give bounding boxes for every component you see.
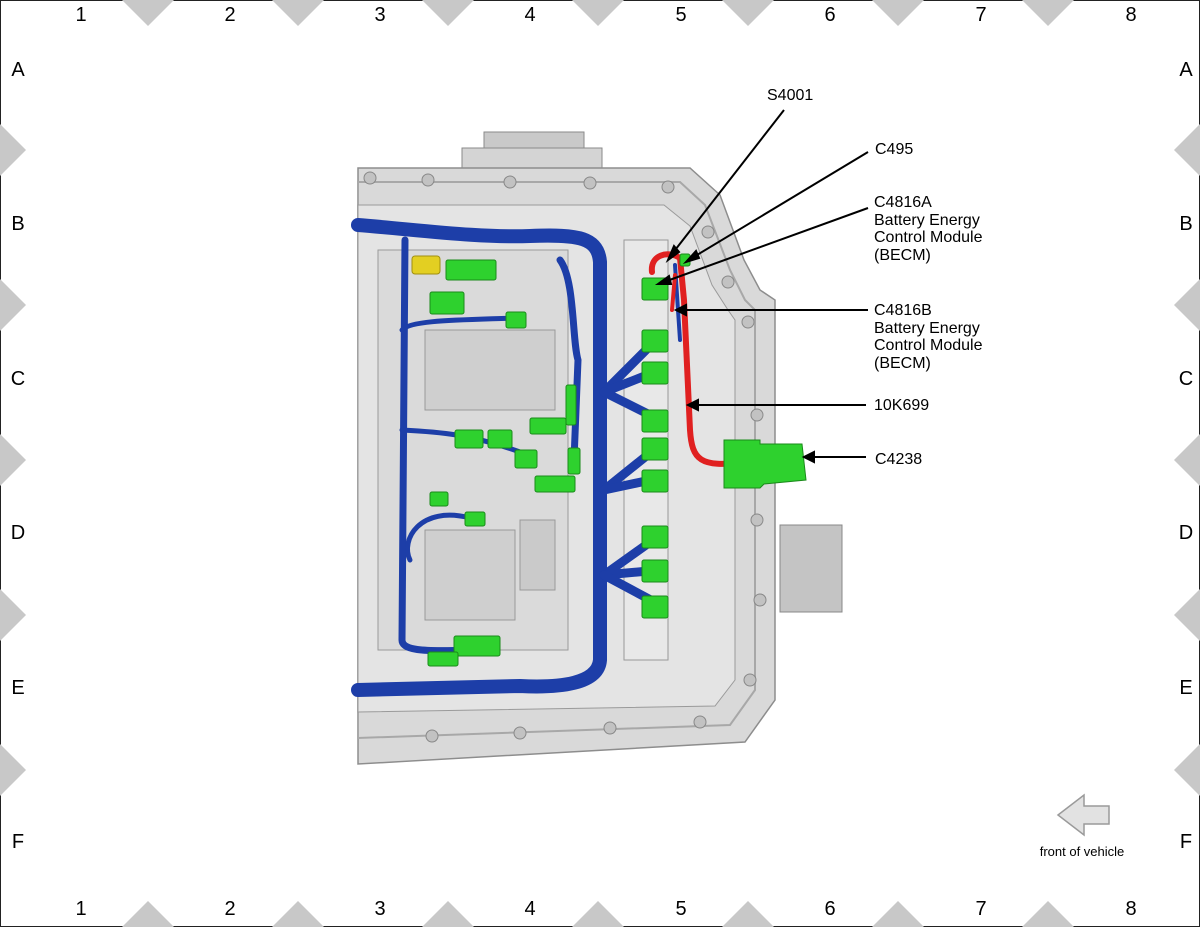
- callout-c4816b-line-2: Battery Energy: [874, 319, 980, 337]
- green-connectors: [427, 253, 807, 667]
- grid-col-bottom-8: 8: [1125, 898, 1137, 920]
- callout-c4816a-line-2: Battery Energy: [874, 211, 980, 229]
- callout-leader-lines: [654, 109, 869, 464]
- grid-markers-bottom: [122, 901, 1074, 927]
- grid-col-top-7: 7: [975, 4, 987, 26]
- grid-col-top-3: 3: [374, 4, 386, 26]
- grid-col-top-2: 2: [224, 4, 236, 26]
- grid-col-top-5: 5: [675, 4, 687, 26]
- grid-row-right-A: A: [1179, 59, 1193, 81]
- grid-markers-right: [1174, 124, 1200, 796]
- callout-c4816a: C4816A Battery Energy Control Module (BE…: [874, 194, 983, 264]
- callout-c4816a-line-3: Control Module: [874, 229, 983, 246]
- grid-col-bottom-6: 6: [824, 898, 836, 920]
- callout-c4816b: C4816B Battery Energy Control Module (BE…: [874, 302, 983, 372]
- grid-row-left-E: E: [11, 677, 25, 699]
- grid-col-bottom-2: 2: [224, 898, 236, 920]
- grid-col-top-4: 4: [524, 4, 536, 26]
- grid-col-bottom-4: 4: [524, 898, 536, 920]
- front-of-vehicle-label: front of vehicle: [1039, 844, 1125, 859]
- left-arrow-icon: [1056, 793, 1110, 837]
- grid-col-top-8: 8: [1125, 4, 1137, 26]
- battery-housing-illustration: [357, 131, 843, 765]
- grid-row-right-E: E: [1179, 677, 1193, 699]
- grid-row-left-F: F: [11, 831, 25, 853]
- callout-c4238: C4238: [875, 451, 923, 468]
- grid-row-left-C: C: [10, 368, 26, 390]
- grid-row-right-C: C: [1178, 368, 1194, 390]
- grid-row-left-A: A: [11, 59, 25, 81]
- grid-row-right-F: F: [1179, 831, 1193, 853]
- grid-col-top-1: 1: [75, 4, 87, 26]
- red-wire-10k699: [648, 251, 748, 467]
- grid-col-bottom-3: 3: [374, 898, 386, 920]
- grid-markers-left: [0, 124, 26, 796]
- callout-c4816a-line-4: (BECM): [874, 246, 931, 264]
- callout-c495: C495: [875, 141, 914, 158]
- grid-col-top-6: 6: [824, 4, 836, 26]
- grid-col-bottom-7: 7: [975, 898, 987, 920]
- grid-col-bottom-1: 1: [75, 898, 87, 920]
- grid-row-right-D: D: [1178, 522, 1194, 544]
- grid-markers-top: [122, 0, 1074, 26]
- grid-col-bottom-5: 5: [675, 898, 687, 920]
- callout-c4816a-line-1: C4816A: [874, 194, 932, 211]
- yellow-connector: [411, 255, 441, 275]
- callout-c4816b-line-3: Control Module: [874, 337, 983, 354]
- callout-s4001: S4001: [767, 87, 814, 104]
- grid-row-right-B: B: [1179, 213, 1193, 235]
- callout-c4816b-line-4: (BECM): [874, 354, 931, 372]
- grid-row-left-D: D: [10, 522, 26, 544]
- grid-row-left-B: B: [11, 213, 25, 235]
- callout-c4816b-line-1: C4816B: [874, 302, 932, 319]
- callout-10k699: 10K699: [874, 397, 930, 414]
